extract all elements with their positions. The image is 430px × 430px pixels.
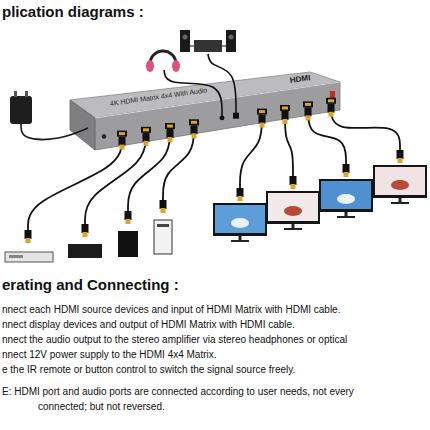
screen-picture: [284, 206, 302, 216]
plug-tip: [329, 112, 334, 117]
instruction-line: E: HDMI port and audio ports are connect…: [2, 386, 428, 397]
tv-screen: [268, 193, 318, 221]
speaker-cone: [229, 35, 234, 40]
screen-picture: [231, 218, 249, 228]
amplifier: [194, 40, 222, 52]
speaker-wire: [190, 46, 194, 47]
plug-housing: [160, 200, 167, 209]
plug-housing: [25, 230, 32, 239]
plug-housing: [82, 224, 89, 233]
instruction-line: e the IR remote or button control to swi…: [2, 364, 428, 375]
section-heading: erating and Connecting :: [2, 276, 428, 293]
headphone-cup: [146, 60, 154, 72]
plug-tip: [398, 158, 403, 163]
diagram-title: plication diagrams :: [2, 3, 422, 20]
speaker-wire: [222, 46, 226, 47]
speaker: [180, 30, 190, 52]
hdmi-cable: [331, 104, 400, 150]
box-end-face: [70, 100, 95, 150]
tv-base: [337, 216, 355, 218]
instruction-line: nnect the audio output to the stereo amp…: [2, 334, 428, 345]
tv-stand: [239, 236, 242, 240]
box-edge-highlight: [95, 82, 340, 118]
dvd-player: [5, 252, 53, 262]
plug-tip: [291, 184, 296, 189]
speaker: [226, 30, 236, 52]
plug-tip: [126, 219, 131, 224]
tv-frame: [213, 203, 267, 236]
plug-tip: [26, 238, 31, 243]
instruction-line: nnect each HDMI source devices and input…: [2, 304, 428, 315]
tv-stand: [345, 212, 348, 216]
plug-tip: [83, 232, 88, 237]
tv-frame: [266, 191, 320, 224]
tv-stand: [399, 198, 402, 202]
set-top-box: [68, 244, 102, 258]
hdmi-cable: [308, 107, 346, 164]
tv-base: [284, 228, 302, 230]
tv-frame: [373, 165, 427, 198]
headphone-band: [150, 51, 176, 64]
matrix-switch-box: 4K HDMI Matrix 4x4 With AudioHDMI: [70, 72, 342, 152]
game-console: [118, 231, 138, 257]
plug-tip: [161, 208, 166, 213]
tv-frame: [319, 179, 373, 212]
tv-stand: [292, 224, 295, 228]
screen-picture: [337, 194, 355, 204]
tv-screen: [215, 205, 265, 233]
instruction-line: nnect display devices and output of HDMI…: [2, 319, 428, 330]
box-front-face: [95, 82, 340, 150]
plug-housing: [343, 164, 350, 173]
headphone-cup: [172, 60, 180, 72]
hdmi-cable: [28, 137, 122, 230]
plug-tip: [283, 119, 288, 124]
plug-housing: [237, 188, 244, 197]
plug-tip: [344, 172, 349, 177]
tv-base: [231, 240, 249, 242]
pc-drive: [157, 224, 169, 227]
instruction-line: connected; but not reversed.: [38, 401, 428, 412]
adapter-prong: [14, 91, 17, 97]
pc-tower: [154, 220, 172, 254]
tv-screen: [375, 167, 425, 195]
dvd-tray: [9, 255, 23, 258]
plug-tip: [306, 115, 311, 120]
plug-housing: [397, 150, 404, 159]
hdmi-cable: [285, 111, 293, 176]
plug-housing: [290, 176, 297, 185]
plug-tip: [238, 196, 243, 201]
tv-base: [391, 202, 409, 204]
instruction-line: nnect 12V power supply to the HDMI 4x4 M…: [2, 349, 428, 360]
box-outline: [70, 72, 342, 152]
adapter-prong: [25, 91, 28, 97]
power-adapter: [10, 96, 32, 124]
tv-screen: [321, 181, 371, 209]
screen-picture: [391, 180, 409, 190]
speaker-cone: [183, 35, 188, 40]
plug-housing: [125, 211, 132, 220]
